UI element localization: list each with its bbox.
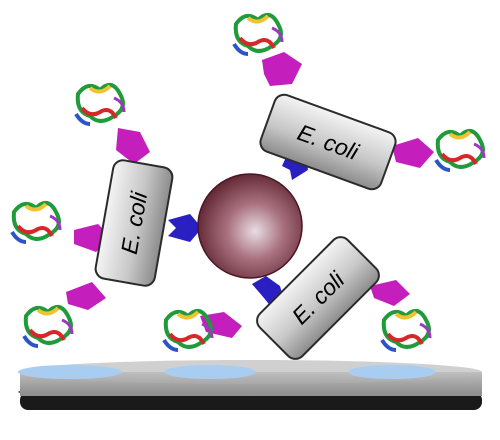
surface-spot xyxy=(18,365,122,379)
protein-ribbon-icon xyxy=(380,308,432,352)
antibody-icon xyxy=(168,214,202,242)
proteins xyxy=(10,12,486,352)
substrate-surface xyxy=(18,360,482,410)
antibody-icon xyxy=(66,282,106,310)
magnetic-bead-icon xyxy=(197,173,303,279)
ecoli-cell-left: E. coli xyxy=(94,159,174,287)
ecoli-cell-top: E. coli xyxy=(259,93,397,191)
antibody-icon xyxy=(370,280,410,306)
antibody-icon xyxy=(262,52,302,86)
antibody-icon xyxy=(392,138,434,168)
protein-ribbon-icon xyxy=(162,308,214,352)
ecoli-cell-right: E. coli xyxy=(256,236,380,360)
surface-spot xyxy=(164,365,256,379)
surface-spot xyxy=(348,365,436,379)
protein-ribbon-icon xyxy=(74,82,126,126)
protein-ribbon-icon xyxy=(232,12,284,56)
protein-ribbon-icon xyxy=(434,128,486,172)
protein-ribbon-icon xyxy=(22,304,74,348)
antibody-icon xyxy=(116,128,150,164)
protein-ribbon-icon xyxy=(10,200,62,244)
